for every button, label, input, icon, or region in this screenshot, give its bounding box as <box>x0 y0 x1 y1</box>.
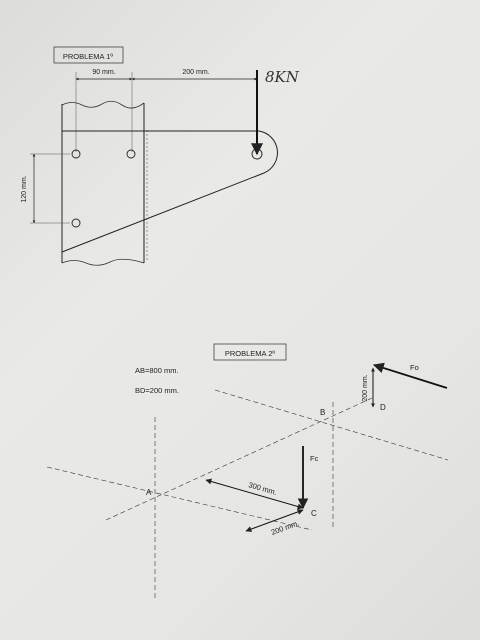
force-fd-arrow <box>372 362 448 389</box>
bracket-rounded-end <box>258 130 278 174</box>
dim-ac-label: 300 mm. <box>247 480 278 497</box>
problem2-figure: PROBLEMA 2º AB=800 mm. BD=200 mm. A B C … <box>46 343 449 598</box>
column-bottom-break <box>61 258 145 266</box>
point-b-label: B <box>320 408 325 417</box>
force-fd-label: Fo <box>410 363 419 372</box>
dim-90-label: 90 mm. <box>92 69 115 76</box>
problem2-title: PROBLEMA 2º <box>225 349 276 358</box>
problem1-figure: PROBLEMA 1º 90 mm. 200 mm. 120 mm. 8KN <box>21 46 300 266</box>
bolt-hole-top-right <box>126 149 136 159</box>
bolt-hole-bottom-left <box>71 218 81 228</box>
problem2-title-box <box>213 343 287 361</box>
point-c-label: C <box>311 509 317 518</box>
dim-200-label: 200 mm. <box>182 69 209 76</box>
point-a-label: A <box>146 488 152 497</box>
point-d-label: D <box>380 403 386 412</box>
bolt-hole-top-left <box>71 149 81 159</box>
dim-120-label: 120 mm. <box>21 175 28 202</box>
load-label: 8KN <box>265 68 300 86</box>
given-ab: AB=800 mm. <box>135 366 179 375</box>
dim-cx-line <box>245 509 304 532</box>
problem1-title: PROBLEMA 1º <box>63 52 114 61</box>
force-fc-label: Fc <box>310 454 319 463</box>
problem1-title-box <box>53 46 124 64</box>
axis-through-a-horizontal <box>46 466 313 531</box>
dim-bd-label: 200 mm. <box>362 374 369 401</box>
dim-ac-line <box>205 478 304 510</box>
bracket-diagonal-edge <box>61 172 265 253</box>
column-top-break <box>61 100 145 109</box>
given-bd: BD=200 mm. <box>135 386 179 395</box>
axis-through-b-horizontal <box>214 389 449 461</box>
axis-ab-diagonal <box>105 397 373 521</box>
